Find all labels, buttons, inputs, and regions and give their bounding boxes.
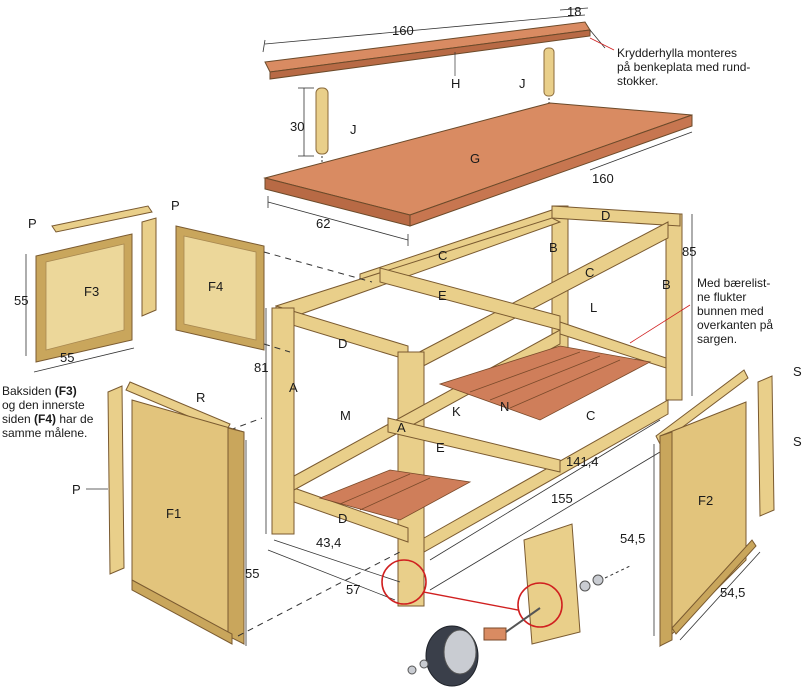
shelf-note: Krydderhylla monteres på benkeplata med … xyxy=(617,46,797,88)
label-K: K xyxy=(452,404,461,419)
label-F3: F3 xyxy=(84,284,99,299)
back-note-line-4: samme målene. xyxy=(2,426,88,440)
panel-F1 xyxy=(131,399,245,645)
label-J-left: J xyxy=(350,122,357,137)
label-B-right: B xyxy=(662,277,671,292)
label-A-front: A xyxy=(397,420,406,435)
rail-note: Med bærelist- ne flukter bunnen med over… xyxy=(697,276,805,346)
dim-f3-width: 55 xyxy=(60,350,74,365)
dim-frame-length: 141,4 xyxy=(566,454,599,469)
dowel-J-left xyxy=(315,87,329,172)
trim-strip-S-side xyxy=(757,375,775,517)
label-E-top: E xyxy=(438,288,447,303)
dim-f3-height: 55 xyxy=(14,293,28,308)
trim-strip-S-top xyxy=(655,369,749,445)
label-D-bottom: D xyxy=(338,511,347,526)
label-E-bottom: E xyxy=(436,440,445,455)
label-S-side: S xyxy=(793,434,802,449)
dim-f2-width: 54,5 xyxy=(720,585,745,600)
label-P-top-right: P xyxy=(171,198,180,213)
label-J-right: J xyxy=(519,76,526,91)
dim-outer-depth: 57 xyxy=(346,582,360,597)
back-note-line-3: siden (F4) har de xyxy=(2,412,94,426)
dim-leg-height: 81 xyxy=(254,360,268,375)
label-F1: F1 xyxy=(166,506,181,521)
label-L: L xyxy=(590,300,597,315)
dim-f2-height: 54,5 xyxy=(620,531,645,546)
dim-top-depth: 62 xyxy=(316,216,330,231)
label-C-right: C xyxy=(585,265,594,280)
dim-shelf-length: 160 xyxy=(392,23,414,38)
shelf-note-line-2: på benkeplata med rund- xyxy=(617,60,751,74)
label-H: H xyxy=(451,76,460,91)
dim-frame-height: 85 xyxy=(682,244,696,259)
bottom-slats-N xyxy=(318,345,652,521)
panel-F2 xyxy=(659,401,757,648)
dim-post-height: 30 xyxy=(290,119,304,134)
label-D-left: D xyxy=(338,336,347,351)
dim-base-length: 155 xyxy=(551,491,573,506)
dim-inner-depth: 43,4 xyxy=(316,535,341,550)
back-note-line-2: og den innerste xyxy=(2,398,85,412)
rail-note-line-4: overkanten på xyxy=(697,318,774,332)
label-C-bottom: C xyxy=(586,408,595,423)
label-F2: F2 xyxy=(698,493,713,508)
label-G: G xyxy=(470,151,480,166)
rail-note-line-2: ne flukter xyxy=(697,290,747,304)
leg-detail-cutaway xyxy=(523,523,581,645)
dowel-J-right xyxy=(543,47,555,112)
label-B-left: B xyxy=(549,240,558,255)
dim-top-length: 160 xyxy=(592,171,614,186)
label-P-left: P xyxy=(72,482,81,497)
panel-F4 xyxy=(175,225,265,351)
spice-shelf-H xyxy=(264,21,591,80)
bench-top-G xyxy=(263,102,693,227)
label-F4: F4 xyxy=(208,279,223,294)
bench-frame xyxy=(271,205,683,607)
label-R: R xyxy=(196,390,205,405)
rail-note-line-3: bunnen med xyxy=(697,304,764,318)
dim-f1-height: 55 xyxy=(245,566,259,581)
panel-F3 xyxy=(35,233,133,363)
label-N: N xyxy=(500,399,509,414)
dim-shelf-depth: 18 xyxy=(567,4,581,19)
label-C-top: C xyxy=(438,248,447,263)
rail-note-line-5: sargen. xyxy=(697,332,738,346)
shelf-dimension-lines xyxy=(262,7,606,53)
rail-note-line-1: Med bærelist- xyxy=(697,276,771,290)
callout-circle-detail xyxy=(517,582,563,628)
label-D-top: D xyxy=(601,208,610,223)
label-A-left: A xyxy=(289,380,298,395)
label-M: M xyxy=(340,408,351,423)
label-S-top: S xyxy=(793,364,802,379)
shelf-note-line-3: stokker. xyxy=(617,74,659,88)
wheel xyxy=(407,565,631,687)
callout-circle-leg xyxy=(381,559,427,605)
trim-strip-P-left xyxy=(107,385,125,575)
trim-strip-P-top xyxy=(51,205,157,317)
shelf-note-line-1: Krydderhylla monteres xyxy=(617,46,738,60)
back-note: Baksiden (F3) og den innerste siden (F4)… xyxy=(2,384,122,440)
back-note-line-1: Baksiden (F3) xyxy=(2,384,77,398)
label-P-top-left: P xyxy=(28,216,37,231)
